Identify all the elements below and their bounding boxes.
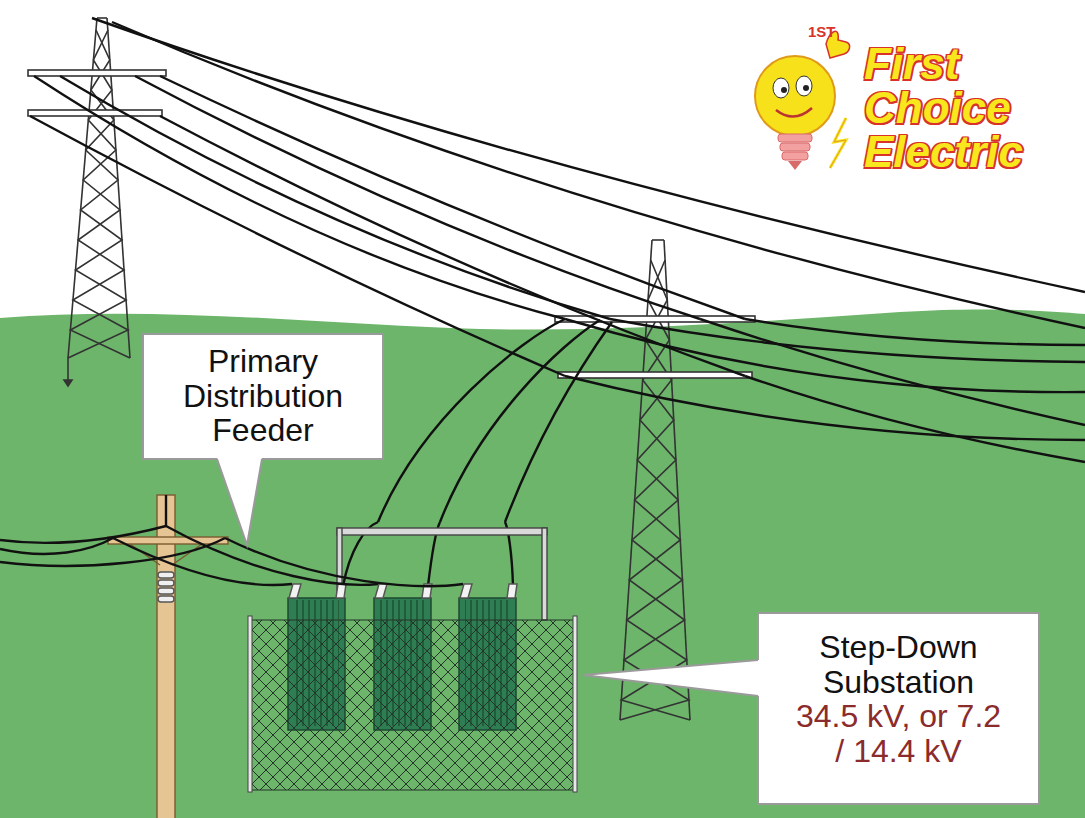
transmission-lines <box>745 376 1085 462</box>
substation-feed-wires <box>505 322 612 522</box>
logo-bulb <box>755 31 850 170</box>
logo-bulb <box>778 134 812 142</box>
utility-pole <box>158 588 174 594</box>
chain-link-fence <box>250 789 575 790</box>
callout-box: Primary Distribution Feeder <box>142 333 384 460</box>
logo-bulb <box>773 78 789 98</box>
logo-bulb <box>796 76 812 96</box>
transmission-lines <box>565 376 1085 440</box>
callout-tail <box>217 458 262 546</box>
logo-bulb <box>781 87 787 93</box>
transformer <box>460 584 472 598</box>
logo-bulb <box>803 85 809 91</box>
left-tower <box>28 70 166 76</box>
logo-bulb <box>782 152 808 160</box>
transmission-lines <box>745 319 1085 345</box>
chain-link-fence <box>250 619 575 620</box>
distribution-feeder-wires <box>165 495 167 526</box>
transmission-lines <box>160 76 745 319</box>
chain-link-fence <box>573 616 577 792</box>
callout-title: Primary Distribution Feeder <box>164 344 362 448</box>
transmission-lines <box>565 319 1085 392</box>
left-tower <box>97 17 107 19</box>
substation-frame <box>542 528 547 620</box>
logo-bulb <box>780 143 810 151</box>
logo-wordmark: First Choice Electric <box>864 42 1023 174</box>
callout-tail <box>583 660 760 696</box>
right-tower <box>621 260 690 720</box>
logo-bulb <box>830 118 846 168</box>
transmission-lines <box>30 18 1085 462</box>
utility-pole <box>158 580 174 586</box>
substation-frame <box>337 528 547 535</box>
transmission-lines <box>112 22 1085 328</box>
transmission-lines <box>92 18 1085 292</box>
utility-pole <box>158 572 174 578</box>
transmission-lines <box>610 319 1085 362</box>
callout-box: Step-Down Substation34.5 kV, or 7.2 / 14… <box>757 612 1040 805</box>
distribution-feeder-wires <box>0 526 166 543</box>
logo-badge: 1ST <box>808 24 836 40</box>
utility-pole <box>108 537 228 544</box>
left-tower <box>67 358 69 382</box>
right-tower <box>558 372 752 378</box>
distribution-feeder-wires <box>166 526 378 585</box>
logo-bulb <box>788 161 802 170</box>
callout-tail-outline <box>583 660 758 696</box>
left-tower <box>68 30 128 358</box>
transformer <box>507 584 517 598</box>
callout-title: Step-Down Substation <box>793 630 1004 699</box>
logo-bulb <box>830 118 846 168</box>
transmission-lines <box>34 76 565 319</box>
transmission-lines <box>135 76 700 319</box>
transmission-lines <box>700 319 1085 425</box>
transformer <box>289 584 301 598</box>
voltage-rating: 34.5 kV, or 7.2 / 14.4 kV <box>793 699 1004 768</box>
substation-feed-wires <box>440 320 600 522</box>
substation-feed-wires <box>378 319 565 522</box>
logo-bulb <box>755 56 835 136</box>
left-tower <box>107 18 130 358</box>
distribution-feeder-wires <box>225 538 463 586</box>
chain-link-fence <box>248 616 577 792</box>
callout-tail-outline <box>217 459 262 545</box>
transmission-lines <box>60 76 610 319</box>
distribution-feeder-wires <box>0 495 463 586</box>
distribution-feeder-wires <box>0 538 225 566</box>
left-tower <box>64 380 72 386</box>
transformer <box>375 584 387 598</box>
logo-bulb <box>776 108 812 117</box>
right-tower <box>620 240 652 720</box>
chain-link-fence <box>248 616 252 792</box>
right-tower <box>652 239 664 241</box>
right-tower <box>620 260 689 720</box>
chain-link-fence <box>250 620 575 790</box>
right-tower <box>555 316 755 322</box>
transformer <box>336 584 346 598</box>
left-tower <box>28 18 166 386</box>
utility-pole <box>158 596 174 602</box>
